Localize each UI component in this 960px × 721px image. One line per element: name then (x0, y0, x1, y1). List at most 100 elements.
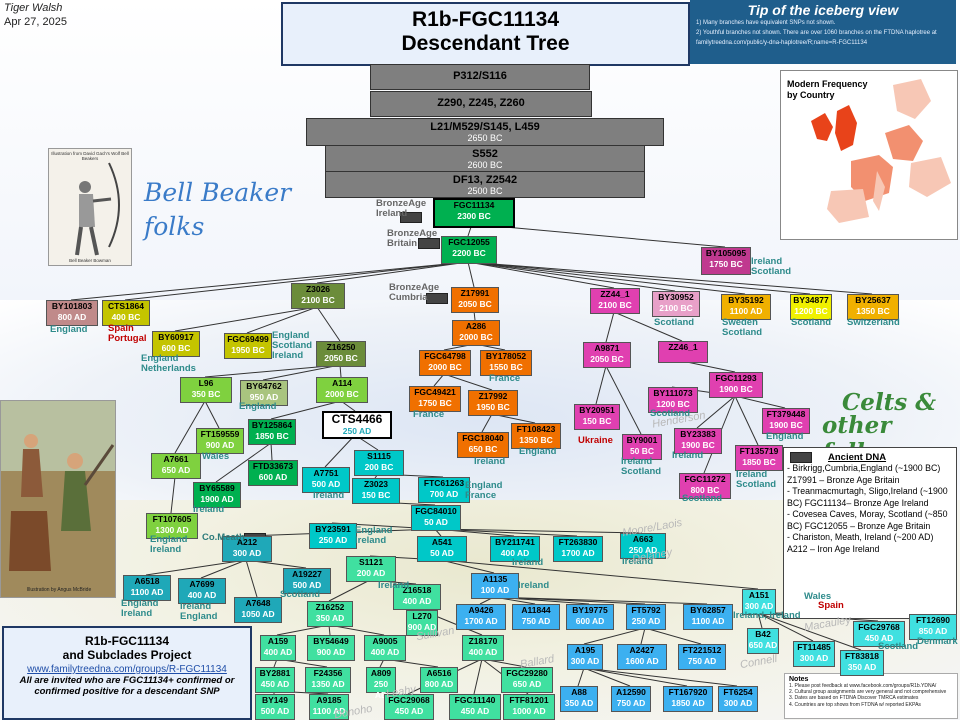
project-url-link[interactable]: www.familytreedna.com/groups/R-FGC11134 (27, 664, 227, 675)
pyramid-node-z290[interactable]: Z290, Z245, Z260 (370, 91, 592, 117)
pyramid-node-df13[interactable]: DF13, Z2542 2500 BC (325, 171, 645, 198)
pyramid-node-s552[interactable]: S552 2600 BC (325, 145, 645, 172)
haplogroup-node-zz46_1[interactable]: ZZ46_1 (658, 341, 708, 363)
pyramid-node-l21[interactable]: L21/M529/S145, L459 2650 BC (306, 118, 664, 146)
pyramid-node-p312[interactable]: P312/S116 (370, 64, 590, 90)
